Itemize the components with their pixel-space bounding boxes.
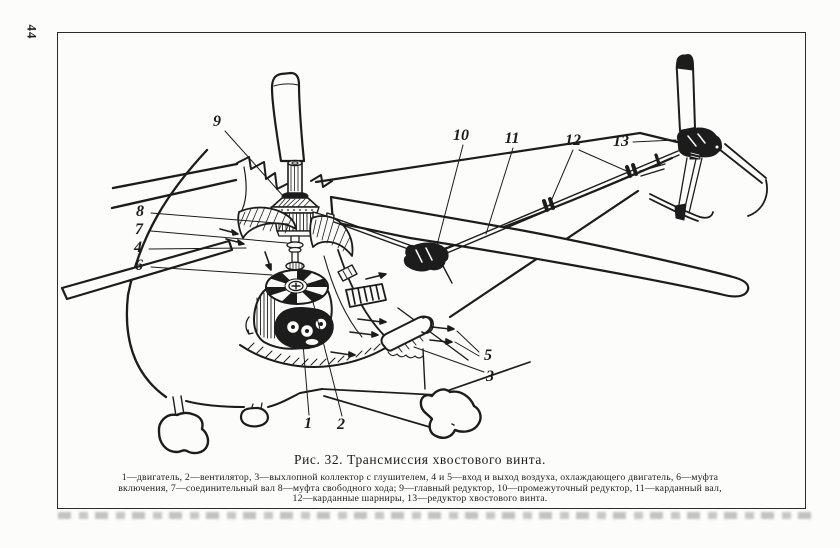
cooling-fan [265, 269, 329, 305]
callout-5: 5 [484, 347, 492, 364]
figure-frame [57, 32, 806, 509]
exhaust-stub [337, 264, 358, 282]
tail-skid [649, 193, 714, 222]
callout-12: 12 [565, 132, 581, 149]
callout-10: 10 [453, 127, 469, 144]
figure-caption: Рис. 32. Трансмиссия хвостового винта. 1… [62, 452, 778, 505]
page-bleed-text-artifact [58, 512, 818, 519]
leader-lines [148, 130, 677, 417]
callout-8: 8 [136, 203, 144, 220]
engine [245, 269, 334, 350]
blade-right [329, 195, 750, 298]
figure-legend-line-3: 12—карданные шарниры, 13—редуктор хвосто… [292, 493, 548, 505]
transmission [333, 150, 680, 284]
callout-13: 13 [613, 133, 629, 150]
blade-left-near [60, 239, 234, 301]
figure-legend-line-2: включения, 7—соединительный вал 8—муфта … [118, 482, 722, 494]
callout-4: 4 [134, 239, 142, 256]
exhaust-system [337, 264, 434, 359]
engine-cylinders [285, 317, 328, 347]
tail-rotor-assembly [639, 54, 768, 222]
cardan-joint-a [542, 197, 555, 212]
callout-7: 7 [135, 221, 143, 238]
figure-legend: 1—двигатель, 2—вентилятор, 3—выхлопной к… [62, 472, 778, 505]
stabilizer-right [718, 143, 768, 217]
callout-3: 3 [486, 368, 494, 385]
callout-6: 6 [135, 257, 143, 274]
freewheel-clutch [290, 235, 300, 243]
airflow-arrows [219, 228, 455, 358]
engagement-clutch [285, 261, 305, 271]
callout-11: 11 [504, 130, 520, 147]
stabilizer-left [639, 163, 666, 177]
figure-caption-title: Рис. 32. Трансмиссия хвостового винта. [294, 452, 546, 467]
main-rotor-blades [60, 71, 750, 301]
figure-legend-line-1: 1—двигатель, 2—вентилятор, 3—выхлопной к… [121, 472, 719, 483]
muffler [380, 315, 433, 352]
callout-1: 1 [304, 415, 312, 432]
blade-up-stub [270, 71, 306, 163]
blade-left-far [110, 162, 239, 210]
connecting-shaft [333, 217, 413, 251]
callout-2: 2 [337, 416, 345, 433]
fuselage [125, 148, 640, 455]
callout-9: 9 [213, 113, 221, 130]
